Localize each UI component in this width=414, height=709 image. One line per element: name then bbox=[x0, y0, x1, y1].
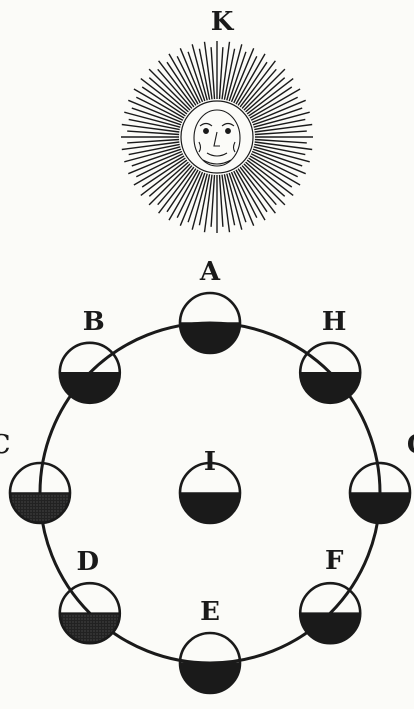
moon-e: E bbox=[180, 597, 240, 693]
moon-d: D bbox=[60, 547, 120, 643]
moon-f: F bbox=[300, 546, 360, 643]
sun-ray bbox=[238, 169, 267, 212]
sun-ray bbox=[167, 169, 196, 212]
moon-label: D bbox=[77, 547, 100, 577]
moon-label: B bbox=[83, 307, 105, 337]
moon-dark-half bbox=[60, 613, 120, 643]
moon-c: C bbox=[0, 430, 70, 523]
sun-ray bbox=[238, 62, 267, 105]
sun-label: K bbox=[211, 7, 235, 37]
center-moon-label: I bbox=[204, 447, 216, 477]
moon-label: H bbox=[322, 307, 347, 337]
moon-g: G bbox=[350, 430, 414, 523]
moon-dark-half bbox=[180, 323, 240, 353]
moon-label: F bbox=[325, 546, 344, 576]
moon-label: A bbox=[199, 257, 221, 287]
sun: K bbox=[121, 7, 313, 233]
moon-dark-half bbox=[10, 493, 70, 523]
moon-dark-half bbox=[350, 493, 410, 523]
sun-ray bbox=[249, 158, 292, 187]
sun-ray bbox=[249, 87, 292, 116]
moon-label: G bbox=[407, 430, 414, 460]
moon-label: C bbox=[0, 430, 10, 460]
moon-dark-half bbox=[300, 613, 360, 643]
moon-a: A bbox=[180, 257, 240, 353]
moon-label: E bbox=[200, 597, 220, 627]
sun-ray bbox=[167, 62, 196, 105]
center-moon: I bbox=[180, 447, 240, 523]
moon-dark-half bbox=[180, 663, 240, 693]
sun-ray bbox=[142, 158, 185, 187]
sun-ray bbox=[142, 87, 185, 116]
